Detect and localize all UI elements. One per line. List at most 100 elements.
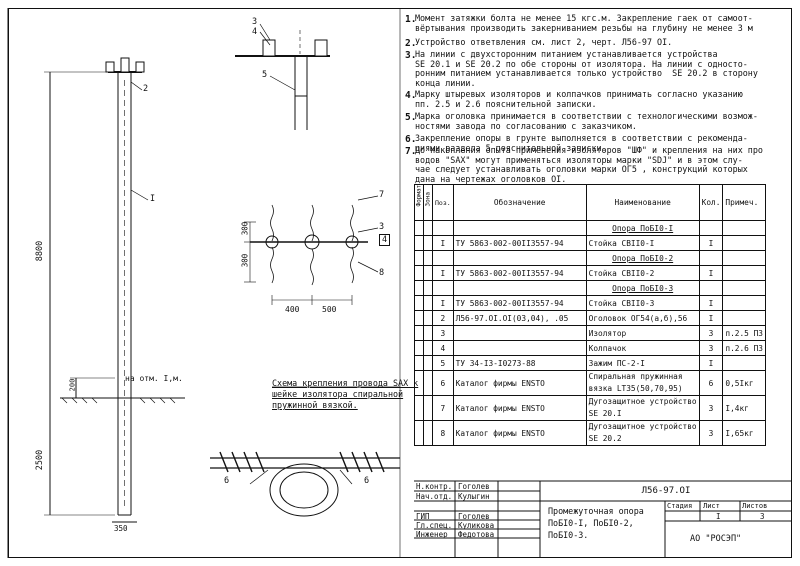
cell-zone xyxy=(423,220,433,236)
cell-designation: ТУ 5863-002-00II3557-94 xyxy=(452,235,587,251)
role-name: Федотова xyxy=(458,530,495,539)
head-insulator-2 xyxy=(314,39,328,57)
cell-pos xyxy=(432,280,454,296)
spiral-tie-scheme xyxy=(210,386,400,517)
document-code: Л56-97.ОI xyxy=(641,486,691,496)
cell-pos xyxy=(432,250,454,266)
cell-name: Опора ПоБI0-2 xyxy=(585,250,700,266)
cell-designation xyxy=(452,325,587,341)
cell-zone xyxy=(423,265,433,281)
note-text: Момент затяжки болта не менее 15 кгс.м. … xyxy=(415,13,753,33)
cell-zone xyxy=(423,370,433,396)
cell-format xyxy=(414,250,424,266)
cell-qty: I xyxy=(698,355,724,371)
pole-elevation xyxy=(44,57,185,523)
role-label: Гл.спец. xyxy=(416,521,453,530)
cell-pos xyxy=(432,220,454,236)
scheme-insulator-outer xyxy=(269,463,339,517)
cell-name: Колпачок xyxy=(585,340,700,356)
callout-7: 7 xyxy=(379,190,385,200)
col-header-note: Примеч. xyxy=(722,184,767,221)
cell-name: Опора ПоБI0-I xyxy=(585,220,700,236)
table-section-heading: Опора ПоБI0-3 xyxy=(414,280,767,296)
table-section-heading: Опора ПоБI0-2 xyxy=(414,250,767,266)
note-number: 4. xyxy=(405,90,417,101)
col-header-zone: Зона xyxy=(423,184,433,221)
col-header-designation: Обозначение xyxy=(452,184,587,221)
callout-8: 8 xyxy=(379,268,385,278)
callout-2: 2 xyxy=(143,84,149,94)
ground-level-label: на отм. I,м. xyxy=(125,374,183,383)
stage-label: Стадия xyxy=(667,502,693,510)
cell-format xyxy=(414,395,424,421)
head-insulator-1 xyxy=(262,39,276,57)
cell-name: Дугозащитное устройство SE 20.2 xyxy=(585,420,700,446)
cell-zone xyxy=(423,280,433,296)
cell-note xyxy=(722,250,767,266)
col-header-name: Наименование xyxy=(585,184,700,221)
cell-qty: 6 xyxy=(698,370,724,396)
cell-designation: ТУ 5863-002-00II3557-94 xyxy=(452,265,587,281)
dim-400: 400 xyxy=(285,305,300,314)
document-title: Промежуточная опора ПоБI0-I, ПоБI0-2, По… xyxy=(548,506,644,540)
cell-pos: I xyxy=(432,295,454,311)
cell-pos: 3 xyxy=(432,325,454,341)
cell-zone xyxy=(423,310,433,326)
cell-designation xyxy=(452,340,587,356)
callout-4: 4 xyxy=(252,27,258,37)
cell-format xyxy=(414,280,424,296)
cell-format xyxy=(414,340,424,356)
cell-name: Стойка СВII0-3 xyxy=(585,295,700,311)
cell-note: п.2.5 ПЗ xyxy=(722,325,767,341)
scheme-caption: Схема крепления провода SAX к шейке изол… xyxy=(272,378,419,410)
col-header-format: Формат xyxy=(414,184,424,221)
cell-format xyxy=(414,235,424,251)
plan-wire-3 xyxy=(350,204,354,284)
role-label: Н.контр. xyxy=(416,482,453,491)
callout-3: 3 xyxy=(252,17,258,27)
note-text: Марку штыревых изоляторов и колпачков пр… xyxy=(415,89,743,109)
scheme-spiral xyxy=(219,451,385,473)
cell-qty: I xyxy=(698,295,724,311)
cell-qty xyxy=(698,220,724,236)
cell-pos: 6 xyxy=(432,370,454,396)
cell-zone xyxy=(423,340,433,356)
note-text: До накопления опыта применения изоляторо… xyxy=(415,145,763,184)
cell-designation xyxy=(452,250,587,266)
cell-pos: I xyxy=(432,265,454,281)
note-number: 5. xyxy=(405,112,417,123)
dim-height-label: 8800 xyxy=(35,240,46,262)
cell-qty: 3 xyxy=(698,325,724,341)
role-label: ГИП xyxy=(416,512,430,521)
cell-qty: I xyxy=(698,235,724,251)
cell-qty: I xyxy=(698,310,724,326)
col-header-pos: Поз. xyxy=(432,184,454,221)
cell-note xyxy=(722,280,767,296)
cell-name: Стойка СВII0-I xyxy=(585,235,700,251)
cell-name: Дугозащитное устройство SE 20.I xyxy=(585,395,700,421)
dim-300-a: 300 xyxy=(240,221,250,236)
cell-note: I,65кг xyxy=(722,420,767,446)
scheme-insulator-inner xyxy=(279,471,329,509)
ground-hatch xyxy=(61,397,176,404)
dim-500: 500 xyxy=(322,305,337,314)
cell-designation xyxy=(452,220,587,236)
plan-insulator-1 xyxy=(265,235,279,249)
cell-qty: I xyxy=(698,265,724,281)
cell-format xyxy=(414,310,424,326)
sheets-label: Листов xyxy=(742,502,768,510)
role-name: Гоголев xyxy=(458,482,490,491)
cell-format xyxy=(414,325,424,341)
note-number: 2. xyxy=(405,38,417,49)
callout-4b: 4 xyxy=(379,234,391,246)
plan-wire-2 xyxy=(310,204,314,286)
col-header-qty: Кол. xyxy=(698,184,724,221)
cell-zone xyxy=(423,355,433,371)
insulator-left xyxy=(105,61,115,73)
cell-note xyxy=(722,295,767,311)
